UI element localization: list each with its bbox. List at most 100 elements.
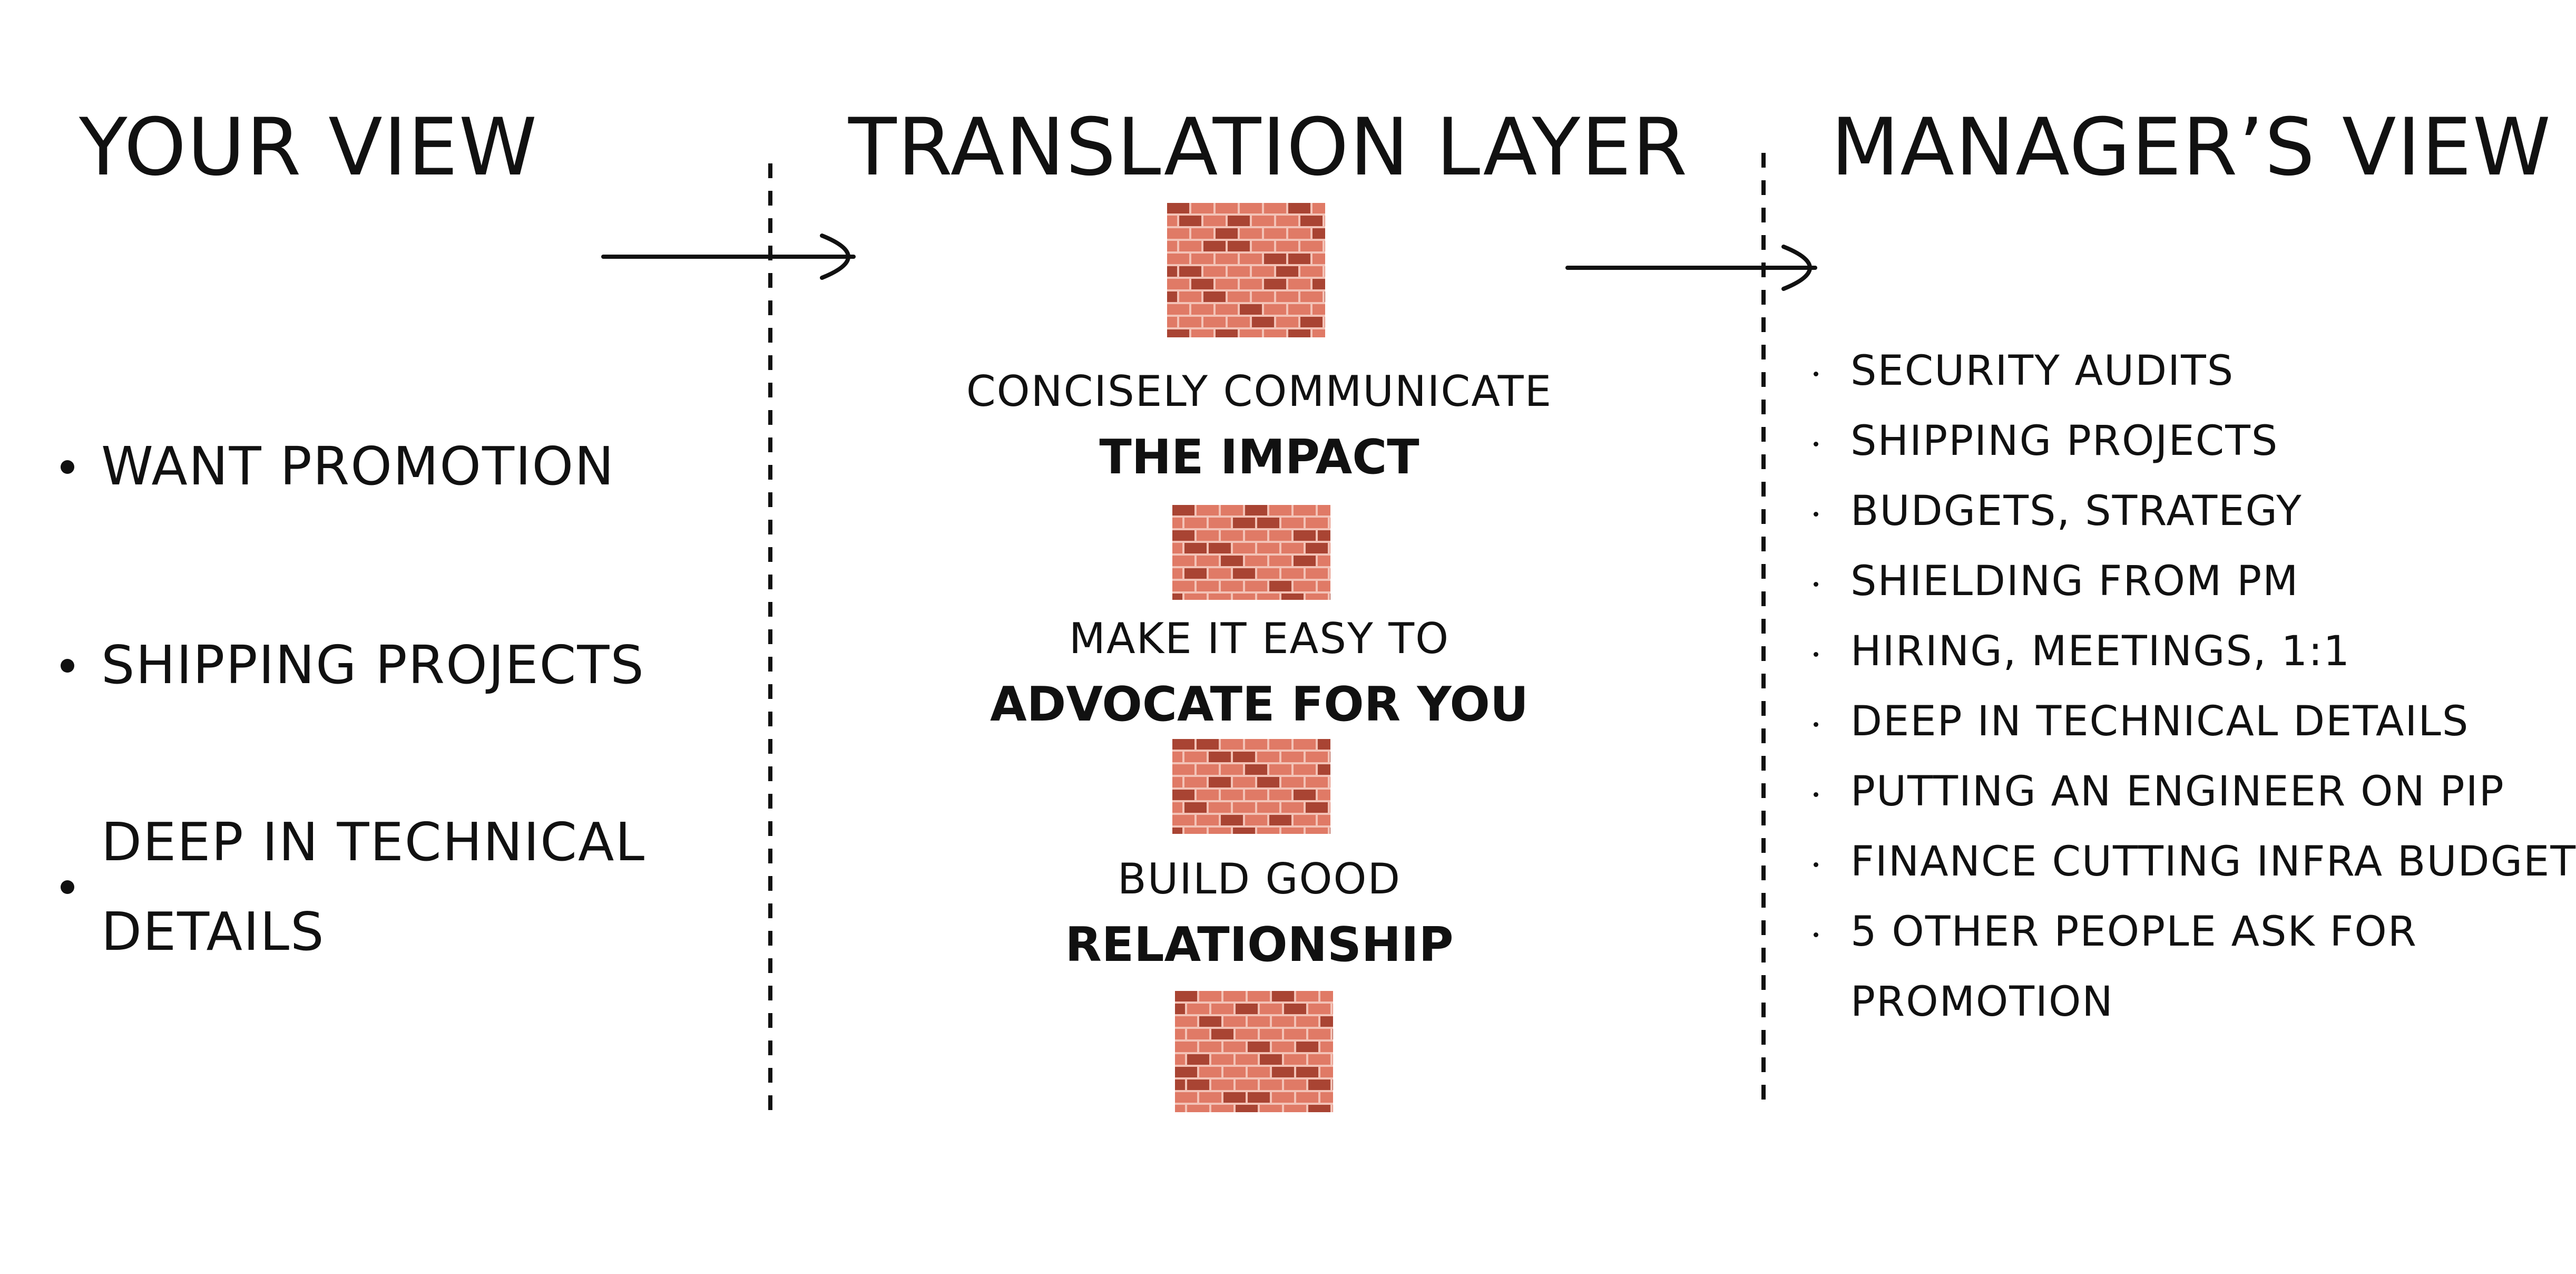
- brick: [1187, 1029, 1209, 1039]
- brick: [1216, 279, 1238, 289]
- brick: [1260, 1080, 1282, 1090]
- brick: [1209, 518, 1231, 528]
- brick: [1223, 1016, 1246, 1027]
- bullet: [61, 880, 74, 894]
- brick: [1294, 581, 1316, 591]
- brick: [1172, 556, 1194, 566]
- brick: [1269, 790, 1291, 800]
- brick: [1197, 790, 1219, 800]
- brick: [1167, 317, 1177, 327]
- brick: [1276, 216, 1298, 226]
- brick: [1269, 530, 1291, 541]
- brick: [1197, 815, 1219, 825]
- right-list: SECURITY AUDITS SHIPPING PROJECTS BUDGET…: [1814, 351, 2575, 1055]
- middle-item-3-text: BUILD GOOD: [1117, 854, 1402, 903]
- brick: [1203, 291, 1226, 302]
- brick: [1257, 594, 1279, 600]
- brick: [1264, 329, 1286, 337]
- brick: [1187, 1105, 1209, 1112]
- brick: [1264, 254, 1286, 264]
- brick: [1260, 1054, 1282, 1065]
- brick: [1300, 216, 1323, 226]
- brick: [1184, 594, 1207, 600]
- brick-wall-icon: [1167, 203, 1325, 337]
- bullet: [1814, 652, 1818, 657]
- brick: [1236, 1054, 1258, 1065]
- brick: [1172, 568, 1182, 579]
- brick: [1252, 216, 1274, 226]
- brick: [1209, 828, 1231, 834]
- brick: [1240, 279, 1262, 289]
- brick: [1245, 739, 1267, 750]
- brick: [1313, 254, 1325, 264]
- brick: [1308, 1105, 1330, 1112]
- brick: [1179, 317, 1201, 327]
- brick: [1228, 291, 1250, 302]
- brick: [1199, 1067, 1221, 1077]
- brick: [1276, 317, 1298, 327]
- bullet: [1814, 582, 1818, 587]
- brick: [1184, 828, 1207, 834]
- brick: [1260, 1004, 1282, 1014]
- brick: [1281, 518, 1304, 528]
- brick: [1318, 505, 1330, 516]
- brick: [1248, 1092, 1270, 1103]
- brick: [1252, 241, 1274, 251]
- bullet: [61, 460, 74, 474]
- brick: [1281, 802, 1304, 813]
- right-item-security-audits: SECURITY AUDITS: [1850, 347, 2235, 395]
- left-item-shipping-projects: SHIPPING PROJECTS: [101, 634, 645, 696]
- brick: [1294, 815, 1316, 825]
- brick: [1172, 802, 1182, 813]
- brick: [1199, 1092, 1221, 1103]
- brick: [1175, 1080, 1185, 1090]
- brick: [1167, 241, 1177, 251]
- brick: [1272, 1067, 1294, 1077]
- brick: [1308, 1054, 1330, 1065]
- brick: [1172, 739, 1194, 750]
- right-item-shipping-projects: SHIPPING PROJECTS: [1850, 417, 2279, 465]
- brick: [1211, 1029, 1233, 1039]
- brick: [1281, 777, 1304, 787]
- brick: [1228, 266, 1250, 277]
- brick: [1240, 329, 1262, 337]
- brick: [1167, 304, 1189, 315]
- brick: [1179, 241, 1201, 251]
- brick: [1172, 594, 1182, 600]
- brick: [1236, 1080, 1258, 1090]
- brick: [1187, 1004, 1209, 1014]
- brick: [1172, 518, 1182, 528]
- brick: [1300, 291, 1323, 302]
- brick: [1216, 203, 1238, 213]
- brick: [1318, 790, 1330, 800]
- brick: [1296, 991, 1318, 1001]
- brick: [1294, 530, 1316, 541]
- brick: [1184, 543, 1207, 553]
- brick: [1281, 752, 1304, 762]
- brick: [1191, 228, 1213, 239]
- brick: [1167, 266, 1177, 277]
- your-view-title: YOUR VIEW: [79, 102, 538, 193]
- brick: [1294, 505, 1316, 516]
- brick: [1191, 254, 1213, 264]
- bullet: [1814, 512, 1818, 517]
- brick: [1264, 304, 1286, 315]
- brick: [1306, 802, 1328, 813]
- right-item-budgets-strategy: BUDGETS, STRATEGY: [1850, 488, 2303, 535]
- brick: [1167, 228, 1189, 239]
- brick: [1216, 304, 1238, 315]
- brick: [1197, 556, 1219, 566]
- brick: [1248, 1016, 1270, 1027]
- brick: [1318, 581, 1330, 591]
- brick: [1216, 329, 1238, 337]
- brick: [1245, 530, 1267, 541]
- brick: [1236, 1004, 1258, 1014]
- brick: [1296, 1042, 1318, 1052]
- brick: [1318, 815, 1330, 825]
- brick: [1203, 317, 1226, 327]
- brick: [1167, 203, 1189, 213]
- brick: [1313, 228, 1325, 239]
- brick: [1209, 543, 1231, 553]
- brick: [1175, 1004, 1185, 1014]
